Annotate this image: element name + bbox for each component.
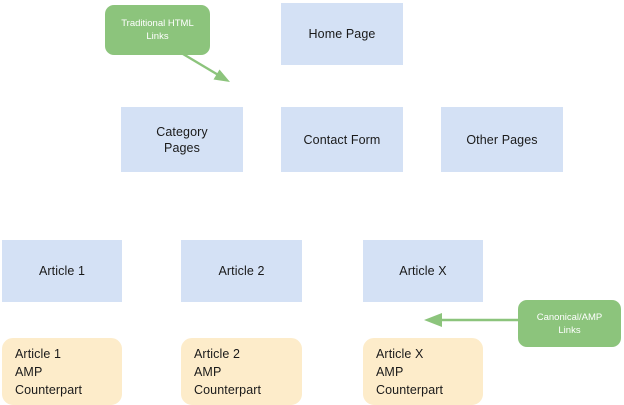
callout-traditional-html-links: Traditional HTML Links (105, 5, 210, 55)
node-article-1-amp-counterpart[interactable]: Article 1 AMP Counterpart (2, 338, 122, 405)
callout-canonical-amp-links-label: Canonical/AMP Links (536, 311, 603, 336)
callout-traditional-html-links-label: Traditional HTML Links (121, 18, 194, 42)
node-other-pages-label: Other Pages (466, 132, 538, 147)
node-category-pages-label: Category Pages (156, 124, 208, 155)
node-contact-form[interactable]: Contact Form (281, 107, 403, 172)
node-article-x-label: Article X (399, 264, 447, 278)
node-article-1[interactable]: Article 1 (2, 240, 122, 302)
canonical-amp-links-arrow (424, 313, 518, 327)
node-home-page[interactable]: Home Page (281, 3, 403, 65)
node-article-2[interactable]: Article 2 (181, 240, 302, 302)
node-category-pages[interactable]: Category Pages (121, 107, 243, 172)
node-home-page-label: Home Page (308, 27, 376, 41)
callout-canonical-amp-links: Canonical/AMP Links (518, 300, 621, 347)
node-article-2-label: Article 2 (218, 264, 265, 278)
node-article-2-amp-counterpart[interactable]: Article 2 AMP Counterpart (181, 338, 302, 405)
node-article-1-label: Article 1 (38, 264, 86, 278)
node-article-1-amp-counterpart-label: Article 1 AMP Counterpart (15, 346, 83, 397)
traditional-html-links-arrow (177, 49, 230, 82)
node-article-x-amp-counterpart-label: Article X AMP Counterpart (376, 346, 444, 397)
node-other-pages[interactable]: Other Pages (441, 107, 563, 172)
node-contact-form-label: Contact Form (303, 132, 381, 147)
node-article-x[interactable]: Article X (363, 240, 483, 302)
node-article-2-amp-counterpart-label: Article 2 AMP Counterpart (194, 346, 262, 397)
node-article-x-amp-counterpart[interactable]: Article X AMP Counterpart (363, 338, 483, 405)
